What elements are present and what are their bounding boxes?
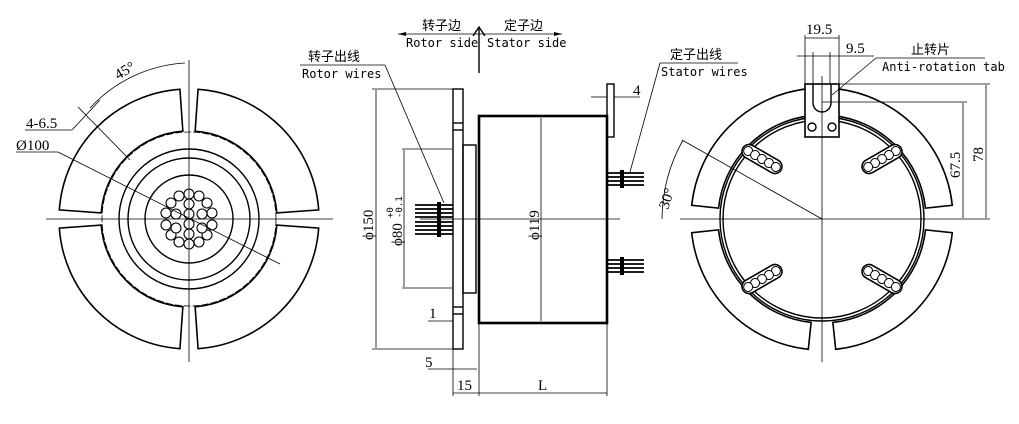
dim-1-label: 1: [429, 306, 437, 322]
wire-sleeve: [437, 202, 441, 237]
dim-15-label: 15: [457, 378, 472, 394]
wire-pin: [173, 236, 185, 248]
wire-pin: [770, 162, 781, 172]
angle-45-label: 45°: [112, 59, 138, 83]
angle-30-arc: [661, 139, 684, 220]
wire-pin: [206, 207, 218, 219]
rotor-wires-leader: [384, 64, 445, 204]
rotor-end-view: 45° 4-6.5 Ø100: [16, 59, 333, 362]
dim-80-tol-upper: +0: [386, 207, 396, 218]
tab-label-cn: 止转片: [911, 43, 950, 58]
dim-80-tol-lower: -0.1: [395, 196, 405, 218]
wire-pin: [890, 282, 901, 292]
rotor-side-en: Rotor side: [406, 36, 478, 50]
stator-wires-cn: 定子出线: [670, 48, 722, 63]
stator-wire-bundle: [607, 170, 644, 275]
dim-4-label: 4: [633, 83, 641, 99]
wire-pin: [201, 197, 213, 209]
center-arrow-head: [472, 25, 486, 37]
flange-segment: [194, 224, 320, 350]
flange-segment: [58, 88, 184, 214]
flange-segment: [690, 228, 813, 351]
tab-label-en: Anti-rotation tab: [882, 60, 1005, 74]
wire-pin: [170, 208, 182, 220]
dim-5-label: 5: [425, 355, 433, 371]
dim-78-label: 78: [971, 147, 987, 162]
stator-wires-en: Stator wires: [661, 65, 748, 79]
stator-end-view: 30° 19.5 9.5 止转片 Anti-rotation tab 67.5 …: [657, 22, 1005, 362]
side-direction-indicator: 转子边 定子边 Rotor side Stator side: [398, 19, 566, 73]
wire-pin: [170, 222, 182, 234]
diameter-leader: [57, 151, 281, 265]
rotor-wires-en: Rotor wires: [302, 67, 381, 81]
rotor-wires-cn: 转子出线: [308, 50, 360, 65]
wire-sleeve: [620, 257, 624, 275]
wire-pin: [193, 190, 205, 202]
wire-slot: [741, 263, 783, 295]
wire-slot: [861, 143, 903, 175]
wire-pin: [160, 219, 172, 231]
angle-30-label: 30°: [657, 186, 679, 211]
stator-wires-leader: [629, 62, 661, 173]
wire-sleeve: [620, 170, 624, 188]
wire-pin: [173, 190, 185, 202]
angle-30-line: [681, 139, 823, 220]
wire-pin: [193, 236, 205, 248]
hole-leader: [71, 99, 101, 131]
wire-slot: [861, 263, 903, 295]
wire-pin: [196, 208, 208, 220]
wire-pin: [863, 162, 874, 172]
wire-pin: [160, 207, 172, 219]
stator-body: [477, 114, 609, 325]
rotor-side-cn: 转子边: [422, 19, 461, 34]
tab-leader: [831, 57, 877, 96]
wire-pin: [206, 219, 218, 231]
flange-segment: [58, 224, 184, 350]
dim-80-label: ϕ80: [390, 223, 406, 246]
tab-screw: [827, 122, 837, 132]
dim-L-label: L: [538, 378, 547, 394]
flange-segment: [831, 87, 954, 210]
dim-9-5-label: 9.5: [846, 41, 865, 57]
flange-segment: [831, 228, 954, 351]
stator-side-cn: 定子边: [504, 19, 543, 34]
dim-19-5-label: 19.5: [806, 22, 832, 38]
rotor-wire-bundle: [415, 202, 453, 237]
dim-67-5-label: 67.5: [948, 152, 964, 178]
dim-119-label: ϕ119: [527, 210, 543, 240]
wire-pin: [743, 282, 754, 292]
flange-segments: [58, 88, 320, 350]
holes-label: 4-6.5: [26, 116, 57, 132]
diameter-100-label: Ø100: [16, 138, 49, 154]
wire-pin: [165, 197, 177, 209]
dim-150-label: ϕ150: [361, 210, 377, 240]
anti-rotation-tab-side: [606, 83, 615, 138]
stator-side-en: Stator side: [487, 36, 566, 50]
stator-wire-slots: [741, 143, 903, 295]
angle-arc: [89, 62, 186, 109]
side-view: ϕ150 ϕ80 +0 -0.1 ϕ119 4 1 5 15 L 转子出线 Ro…: [300, 48, 748, 396]
flange-segment: [194, 88, 320, 214]
angle-extension: [77, 106, 131, 161]
wire-slot: [741, 143, 783, 175]
tab-screw: [807, 122, 817, 132]
